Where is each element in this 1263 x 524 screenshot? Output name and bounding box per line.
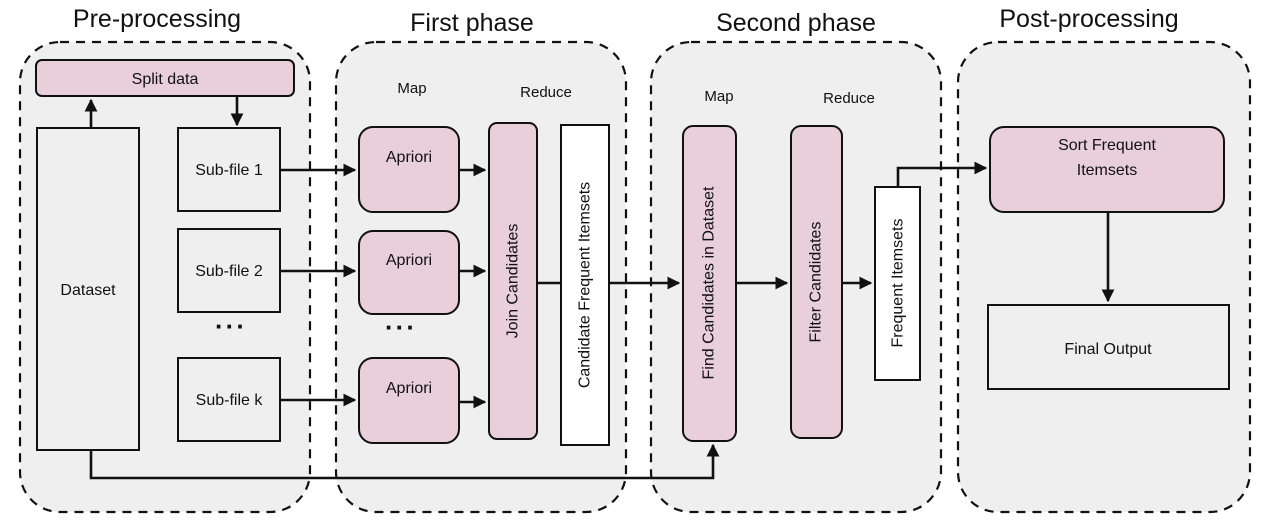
join-candidates-box — [488, 122, 538, 440]
arrow-frequent-to-sort — [896, 161, 988, 187]
frequent-itemsets-label: Frequent Itemsets — [890, 219, 907, 348]
second-phase-map-label: Map — [704, 88, 733, 105]
dataset-label: Dataset — [60, 282, 116, 299]
apriori-1-label: Apriori — [386, 149, 432, 166]
sub-file-k-label: Sub-file k — [196, 392, 264, 409]
apriori-k-label: Apriori — [386, 380, 432, 397]
apriori-1-box — [358, 126, 460, 213]
sub-file-1-box — [177, 127, 281, 212]
filter-candidates-label: Filter Candidates — [808, 222, 825, 343]
first-phase-reduce-label: Reduce — [520, 84, 572, 101]
split-data-label: Split data — [132, 71, 199, 88]
sub-file-ellipsis: ··· — [215, 311, 247, 341]
first-phase-map-label: Map — [397, 80, 426, 97]
sub-file-2-box — [177, 228, 281, 313]
sort-frequent-itemsets-label-line1: Sort Frequent — [1058, 137, 1156, 154]
dataset-box — [36, 127, 140, 451]
apriori-k-box — [358, 357, 460, 444]
second-phase-reduce-label: Reduce — [823, 90, 875, 107]
sub-file-2-label: Sub-file 2 — [195, 263, 263, 280]
arrow-dataset-to-find — [89, 443, 720, 480]
apriori-ellipsis: ··· — [385, 312, 417, 342]
post-processing-title: Post-processing — [999, 5, 1178, 33]
join-candidates-label: Join Candidates — [505, 224, 522, 339]
candidate-frequent-itemsets-box — [560, 124, 610, 446]
apriori-2-box — [358, 230, 460, 315]
sort-frequent-itemsets-label-line2: Itemsets — [1077, 162, 1137, 179]
apriori-2-label: Apriori — [386, 252, 432, 269]
split-data-box — [35, 59, 295, 97]
pre-processing-title: Pre-processing — [73, 5, 241, 33]
sub-file-1-label: Sub-file 1 — [195, 162, 263, 179]
find-candidates-label: Find Candidates in Dataset — [701, 186, 718, 380]
final-output-label: Final Output — [1064, 341, 1152, 358]
sub-file-k-box — [177, 357, 281, 442]
final-output-box — [987, 304, 1230, 390]
second-phase-title: Second phase — [716, 9, 876, 37]
candidate-frequent-itemsets-label: Candidate Frequent Itemsets — [577, 182, 594, 388]
post-processing-container — [956, 40, 1252, 514]
first-phase-title: First phase — [410, 9, 534, 37]
